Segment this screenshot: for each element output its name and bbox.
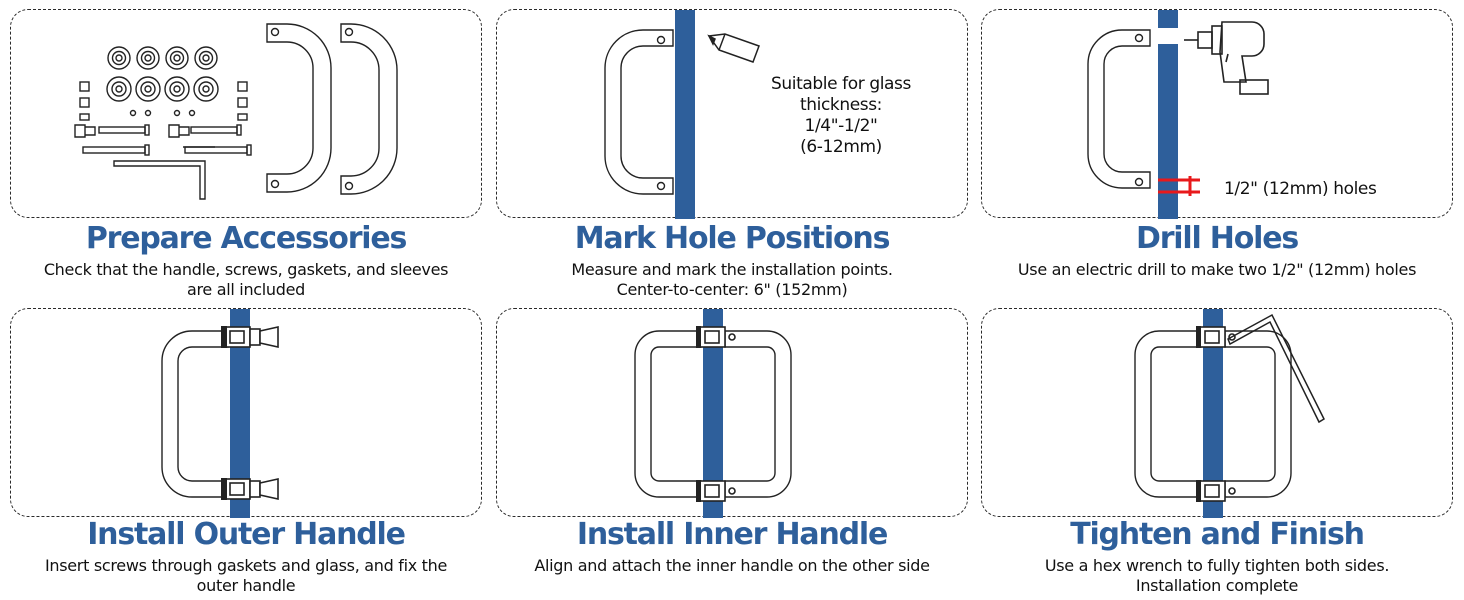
pencil-icon (707, 33, 760, 63)
gasket-icon (106, 76, 219, 102)
handle-icon (1087, 29, 1151, 189)
hole-size-label: 1/2" (12mm) holes (1224, 179, 1377, 199)
gasket-icon (107, 46, 218, 70)
handle-icon (1134, 330, 1292, 498)
step-4-title: Install Outer Handle (87, 517, 406, 552)
step-3-title: Drill Holes (1136, 221, 1299, 256)
step-4-panel (10, 308, 482, 518)
step-1-panel (10, 9, 482, 218)
screw-icon (82, 124, 252, 156)
accessories-illustration (74, 23, 398, 200)
hex-wrench-icon (1227, 313, 1325, 424)
step-3-description: Use an electric drill to make two 1/2" (… (1017, 260, 1417, 279)
step-2-panel (496, 9, 968, 219)
step-6-title: Tighten and Finish (1070, 517, 1365, 552)
hole-marker (1158, 176, 1200, 196)
step-6-description: Use a hex wrench to fully tighten both s… (1044, 556, 1390, 595)
drill-holes-illustration (1087, 10, 1269, 219)
glass-panel (230, 309, 250, 518)
glass-thickness-note: Suitable for glass thickness: 1/4"-1/2" … (771, 74, 911, 157)
step-2-title: Mark Hole Positions (574, 221, 891, 256)
step-2-description: Measure and mark the installation points… (571, 260, 893, 299)
handle-icon (604, 29, 674, 195)
step-4-description: Insert screws through gaskets and glass,… (44, 556, 448, 595)
glass-panel (1203, 309, 1223, 518)
handle-icon (634, 330, 792, 498)
handle-icon (266, 23, 398, 195)
glass-panel (703, 309, 723, 518)
step-5-description: Align and attach the inner handle on the… (534, 556, 930, 575)
glass-panel (1158, 10, 1178, 28)
screw-icon (223, 326, 279, 500)
step-1-description: Check that the handle, screws, gaskets, … (43, 260, 449, 299)
sleeve-icon (74, 124, 190, 138)
step-6-panel (981, 308, 1453, 518)
step-3-panel (981, 9, 1453, 219)
step-1-title: Prepare Accessories (85, 221, 408, 256)
step-5-title: Install Inner Handle (576, 517, 888, 552)
glass-panel (675, 10, 695, 219)
mark-holes-illustration (604, 10, 760, 219)
electric-drill-icon (1184, 21, 1269, 95)
tighten-illustration (1134, 309, 1325, 518)
handle-icon (161, 330, 229, 498)
outer-handle-illustration (161, 309, 279, 518)
step-5-panel (496, 308, 968, 518)
hex-wrench-icon (113, 146, 215, 200)
inner-handle-illustration (634, 309, 792, 518)
